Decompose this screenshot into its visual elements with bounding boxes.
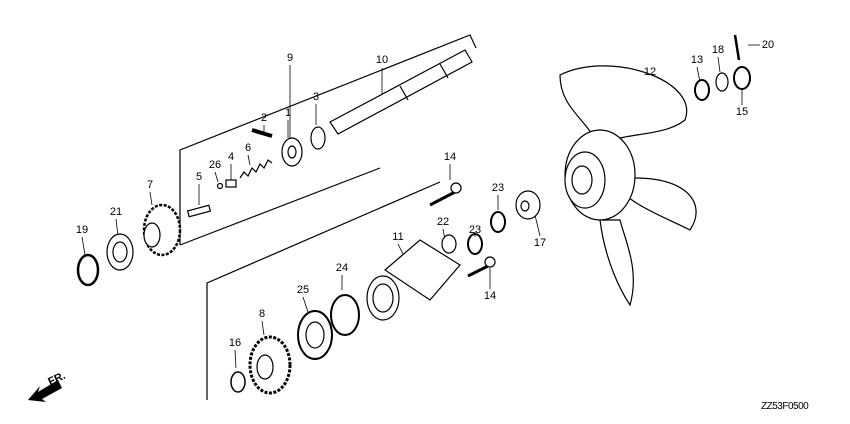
clutch-1 [281, 137, 303, 167]
callout-7: 7 [146, 179, 154, 191]
callout-12: 12 [643, 66, 657, 78]
washer-23-upper [490, 211, 506, 233]
o-ring-24 [330, 294, 360, 336]
callout-6: 6 [244, 142, 252, 154]
washer-23-lower [467, 233, 483, 255]
callout-19: 19 [75, 224, 89, 236]
bearing-25 [297, 310, 333, 360]
callout-3: 3 [312, 91, 320, 103]
group-boundary-lower [206, 181, 441, 400]
collar-17 [515, 190, 541, 220]
callout-10: 10 [375, 54, 389, 66]
propeller-12 [559, 65, 697, 307]
callout-14: 14 [483, 290, 497, 302]
callout-14: 14 [443, 151, 457, 163]
nut-15 [733, 66, 751, 90]
cotter-pin-20 [733, 34, 741, 61]
callout-22: 22 [436, 216, 450, 228]
callout-26: 26 [208, 159, 222, 171]
bearing-holder-11 [366, 239, 461, 321]
callout-11: 11 [392, 231, 404, 243]
plunger-4 [225, 179, 237, 188]
callout-21: 21 [109, 206, 123, 218]
washer-19 [76, 253, 100, 287]
callout-2: 2 [260, 112, 268, 124]
front-arrow-icon [28, 380, 62, 402]
washer-13 [694, 79, 710, 101]
washer-18 [715, 72, 729, 92]
callout-18: 18 [711, 44, 725, 56]
callout-17: 17 [533, 237, 547, 249]
gear-8 [248, 335, 292, 395]
callout-5: 5 [195, 171, 203, 183]
callout-15: 15 [735, 106, 749, 118]
callout-23: 23 [491, 182, 505, 194]
ring-3 [310, 126, 326, 150]
group-boundary-upper [179, 34, 477, 245]
propeller-shaft [329, 49, 473, 135]
bolt-14-lower [467, 256, 496, 278]
callout-20: 20 [761, 39, 775, 51]
washer-16 [230, 371, 246, 393]
callout-16: 16 [228, 337, 242, 349]
callout-8: 8 [258, 308, 266, 320]
leader-lines [81, 44, 760, 369]
group-boundary-upper-bottom [179, 167, 381, 246]
pin-5 [186, 204, 212, 218]
nut-22 [441, 234, 457, 254]
diagram-code: ZZ53F0500 [761, 401, 809, 412]
ball-26 [216, 182, 224, 190]
callout-24: 24 [335, 262, 349, 274]
callout-13: 13 [690, 54, 704, 66]
bolt-14-upper [429, 182, 462, 207]
pin-2 [251, 128, 273, 138]
callout-9: 9 [286, 52, 294, 64]
bearing-21 [106, 233, 134, 271]
callout-1: 1 [284, 107, 292, 119]
spring-6 [239, 159, 273, 179]
callout-23: 23 [468, 224, 482, 236]
callout-25: 25 [296, 284, 310, 296]
callout-4: 4 [227, 151, 235, 163]
